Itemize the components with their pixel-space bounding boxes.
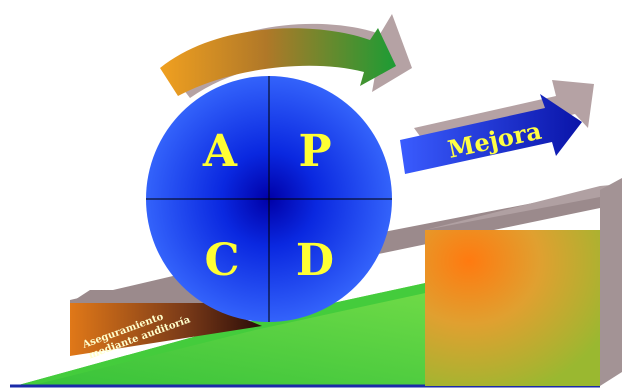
block-top-face (425, 184, 622, 230)
audit-wedge (70, 303, 262, 356)
act-letter: A (202, 126, 238, 177)
improvement-block (425, 230, 600, 386)
ramp-slope (15, 282, 430, 386)
improvement-arrow (400, 94, 582, 174)
do-letter: D (296, 235, 334, 286)
block-side-face (600, 178, 622, 386)
check-letter: C (204, 235, 239, 286)
top-cycle-arrow (160, 28, 396, 96)
plan-letter: P (298, 126, 331, 177)
